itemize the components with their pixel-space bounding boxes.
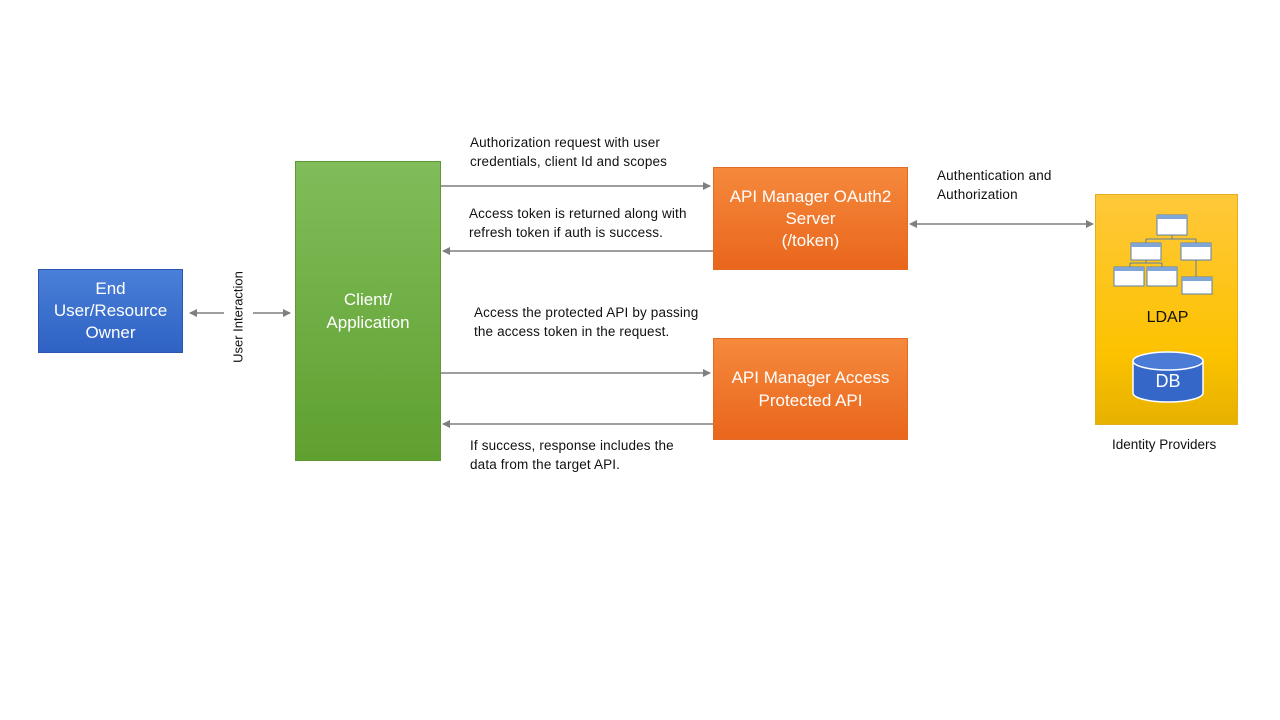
database-icon: [1132, 351, 1204, 403]
end-user-label-3: Owner: [85, 323, 136, 342]
token-returned-line-2: refresh token if auth is success.: [469, 224, 664, 240]
db-label: DB: [1155, 371, 1181, 391]
access-api-label-1: API Manager Access: [731, 368, 890, 387]
authn-authz-line-2: Authorization: [937, 186, 1018, 202]
auth-request-label: Authorization request with user credenti…: [470, 134, 667, 171]
end-user-label-1: End: [95, 279, 126, 298]
client-application-node: Client/ Application: [295, 161, 441, 461]
access-api-label-2: Protected API: [758, 391, 863, 410]
client-label-2: Application: [326, 313, 410, 332]
oauth-server-node: API Manager OAuth2 Server (/token): [713, 167, 908, 270]
access-protected-line-1: Access the protected API by passing: [474, 305, 699, 320]
token-returned-label: Access token is returned along with refr…: [469, 205, 687, 242]
access-protected-api-node: API Manager Access Protected API: [713, 338, 908, 440]
ldap-label: LDAP: [1146, 309, 1189, 326]
oauth-label-1: API Manager OAuth2: [729, 186, 892, 206]
identity-providers-node: LDAP DB: [1095, 194, 1238, 425]
end-user-node: End User/Resource Owner: [38, 269, 183, 353]
response-label: If success, response includes the data f…: [470, 437, 674, 474]
response-line-2: data from the target API.: [470, 456, 621, 472]
token-returned-line-1: Access token is returned along with: [469, 206, 687, 221]
oauth-label-3: (/token): [781, 230, 840, 250]
ldap-hierarchy-icon: [1113, 214, 1213, 295]
authn-authz-label: Authentication and Authorization: [937, 167, 1052, 204]
access-protected-label: Access the protected API by passing the …: [474, 304, 698, 341]
client-label-1: Client/: [343, 290, 393, 309]
response-line-1: If success, response includes the: [470, 438, 674, 453]
auth-request-line-1: Authorization request with user: [470, 135, 660, 150]
auth-request-line-2: credentials, client Id and scopes: [470, 153, 668, 169]
identity-providers-caption: Identity Providers: [1112, 437, 1217, 452]
user-interaction-label: User Interaction: [230, 271, 246, 363]
access-protected-line-2: the access token in the request.: [474, 323, 670, 339]
oauth-label-2: Server: [785, 208, 836, 228]
end-user-label-2: User/Resource: [53, 301, 168, 320]
authn-authz-line-1: Authentication and: [937, 168, 1052, 183]
